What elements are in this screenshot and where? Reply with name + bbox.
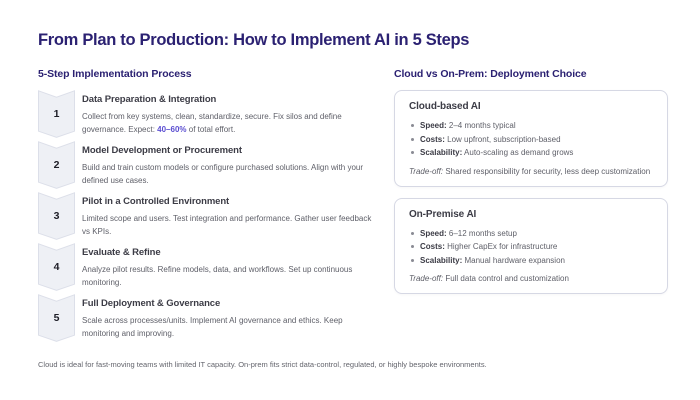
step-body: Collect from key systems, clean, standar… <box>82 112 342 134</box>
page-title: From Plan to Production: How to Implemen… <box>38 31 470 49</box>
step-item-1: 1 Data Preparation & Integration Collect… <box>38 90 378 138</box>
step-item-3: 3 Pilot in a Controlled Environment Limi… <box>38 192 378 240</box>
step-chevron-icon: 4 <box>38 243 75 291</box>
cloud-bullet-list: Speed: 2–4 months typical Costs: Low upf… <box>409 119 653 160</box>
process-section: 5-Step Implementation Process 1 Data Pre… <box>38 68 378 345</box>
comparison-heading: Cloud vs On-Prem: Deployment Choice <box>394 68 587 80</box>
step-chevron-icon: 2 <box>38 141 75 189</box>
step-body: Analyze pilot results. Refine models, da… <box>82 265 353 287</box>
bullet-item: Scalability: Auto-scaling as demand grow… <box>409 146 653 160</box>
bullet-text: Speed: 6–12 months setup <box>420 228 517 238</box>
onprem-bullet-list: Speed: 6–12 months setup Costs: Higher C… <box>409 227 653 268</box>
bullet-item: Costs: Low upfront, subscription-based <box>409 133 653 147</box>
step-body: Build and train custom models or configu… <box>82 163 364 185</box>
step-number: 4 <box>53 261 60 273</box>
step-body: Scale across processes/units. Implement … <box>82 316 343 338</box>
bullet-dot-icon <box>411 151 414 154</box>
step-body: Limited scope and users. Test integratio… <box>82 214 372 236</box>
step-title: Evaluate & Refine <box>82 247 161 258</box>
step-item-4: 4 Evaluate & Refine Analyze pilot result… <box>38 243 378 291</box>
steps-list: 1 Data Preparation & Integration Collect… <box>38 90 378 342</box>
cloud-tradeoff: Trade-off: Shared responsibility for sec… <box>409 166 651 176</box>
bullet-text: Costs: Higher CapEx for infrastructure <box>420 242 558 251</box>
process-heading: 5-Step Implementation Process <box>38 68 192 80</box>
step-content: Evaluate & Refine Analyze pilot results.… <box>82 243 374 291</box>
step-chevron-icon: 3 <box>38 192 75 240</box>
step-title: Model Development or Procurement <box>82 145 242 156</box>
step-title: Data Preparation & Integration <box>82 94 217 105</box>
bullet-text: Scalability: Manual hardware expansion <box>420 255 565 265</box>
step-content: Full Deployment & Governance Scale acros… <box>82 294 374 342</box>
bullet-item: Speed: 2–4 months typical <box>409 119 653 133</box>
step-title: Full Deployment & Governance <box>82 298 221 309</box>
footer-note: Cloud is ideal for fast-moving teams wit… <box>38 360 487 369</box>
step-content: Pilot in a Controlled Environment Limite… <box>82 192 374 240</box>
bullet-dot-icon <box>411 137 414 141</box>
effort-accent: 40–60% <box>157 125 187 134</box>
bullet-item: Scalability: Manual hardware expansion <box>409 254 653 268</box>
bullet-item: Costs: Higher CapEx for infrastructure <box>409 240 653 254</box>
content-columns: 5-Step Implementation Process 1 Data Pre… <box>38 68 670 345</box>
onprem-tradeoff: Trade-off: Full data control and customi… <box>409 274 569 283</box>
onprem-card-title: On-Premise AI <box>409 208 477 220</box>
step-chevron-icon: 5 <box>38 294 75 342</box>
bullet-dot-icon <box>411 245 414 248</box>
step-number: 2 <box>53 159 60 171</box>
step-content: Data Preparation & Integration Collect f… <box>82 90 374 138</box>
step-number: 1 <box>53 108 60 120</box>
bullet-text: Costs: Low upfront, subscription-based <box>420 134 561 144</box>
onprem-card: On-Premise AI Speed: 6–12 months setup C… <box>394 197 668 294</box>
bullet-dot-icon <box>411 258 414 262</box>
step-number: 5 <box>53 312 60 324</box>
step-content: Model Development or Procurement Build a… <box>82 141 374 189</box>
step-item-2: 2 Model Development or Procurement Build… <box>38 141 378 189</box>
bullet-dot-icon <box>411 124 414 127</box>
step-item-5: 5 Full Deployment & Governance Scale acr… <box>38 294 378 342</box>
bullet-dot-icon <box>411 231 414 235</box>
cloud-card: Cloud-based AI Speed: 2–4 months typical… <box>394 90 668 187</box>
bullet-text: Speed: 2–4 months typical <box>420 121 516 130</box>
cloud-card-title: Cloud-based AI <box>409 101 481 112</box>
comparison-section: Cloud vs On-Prem: Deployment Choice Clou… <box>394 68 668 345</box>
step-chevron-icon: 1 <box>38 90 75 138</box>
step-number: 3 <box>53 210 60 222</box>
bullet-text: Scalability: Auto-scaling as demand grow… <box>420 148 574 157</box>
bullet-item: Speed: 6–12 months setup <box>409 227 653 241</box>
step-title: Pilot in a Controlled Environment <box>82 196 230 207</box>
comparison-cards: Cloud-based AI Speed: 2–4 months typical… <box>394 90 668 294</box>
